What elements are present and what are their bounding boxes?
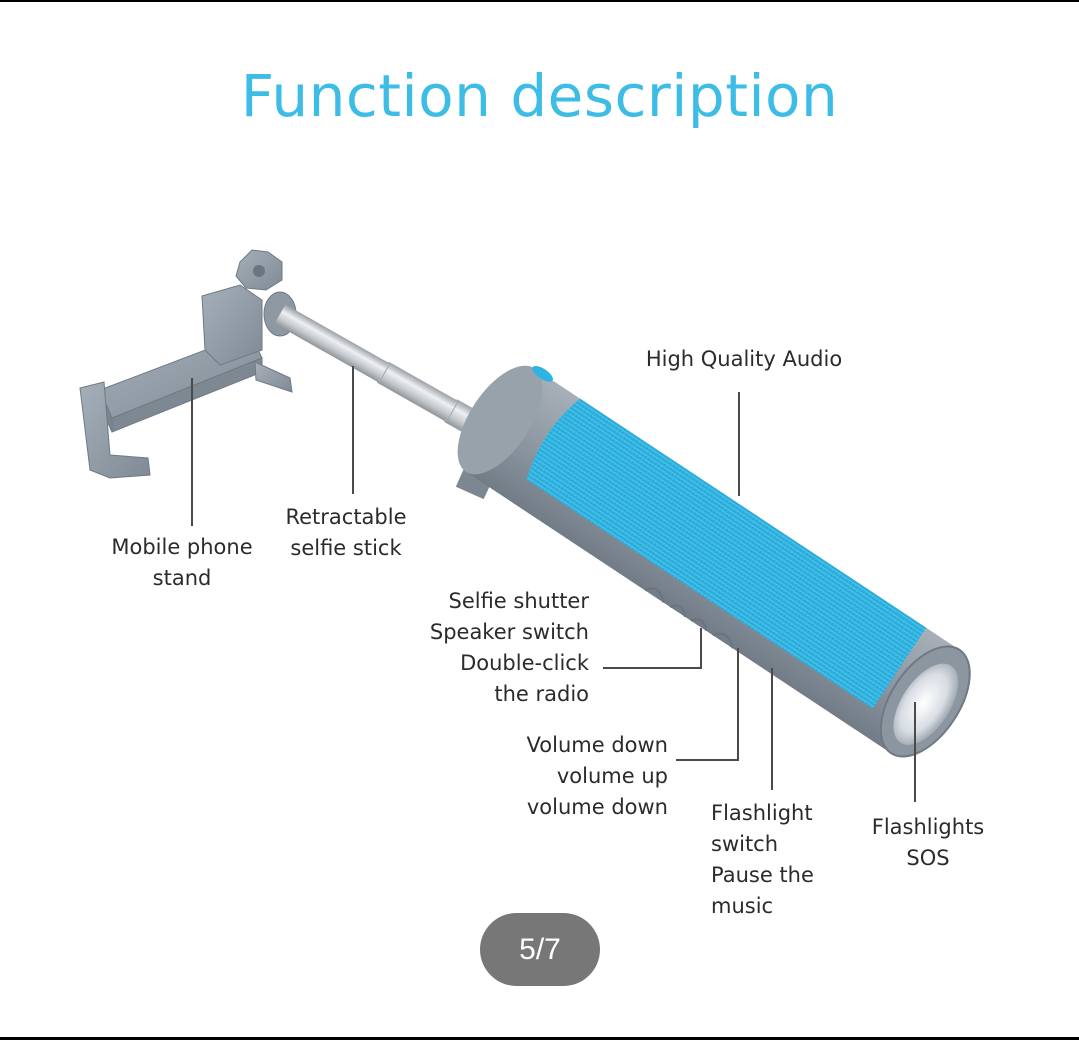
pager-label: 5/7 xyxy=(519,932,561,966)
label-flashlight-switch: Flashlight switch Pause the music xyxy=(711,801,814,918)
leader-shutter-h xyxy=(603,667,702,669)
leader-phone-stand xyxy=(191,378,193,526)
leader-flashlight-sos xyxy=(914,702,916,802)
leader-selfie-stick xyxy=(352,366,354,494)
phone-stand xyxy=(79,249,297,479)
bottom-border xyxy=(0,1037,1079,1040)
label-flashlight-sos: Flashlights SOS xyxy=(871,815,985,870)
label-phone-stand: Mobile phone stand xyxy=(111,535,253,590)
page-title: Function description xyxy=(240,62,839,130)
image-pager-indicator: 5/7 xyxy=(480,913,600,986)
speaker-body xyxy=(455,365,971,758)
label-selfie-shutter: Selfie shutter Speaker switch Double-cli… xyxy=(429,589,589,706)
label-selfie-stick: Retractable selfie stick xyxy=(285,505,407,560)
leader-shutter-v xyxy=(700,628,702,668)
leader-flashlight-switch xyxy=(771,668,773,790)
label-audio: High Quality Audio xyxy=(645,347,843,371)
leader-volume-h xyxy=(676,759,739,761)
top-border xyxy=(0,0,1079,2)
leader-audio xyxy=(738,392,740,496)
leader-volume-v xyxy=(737,648,739,760)
label-volume: Volume down volume up volume down xyxy=(526,733,668,819)
